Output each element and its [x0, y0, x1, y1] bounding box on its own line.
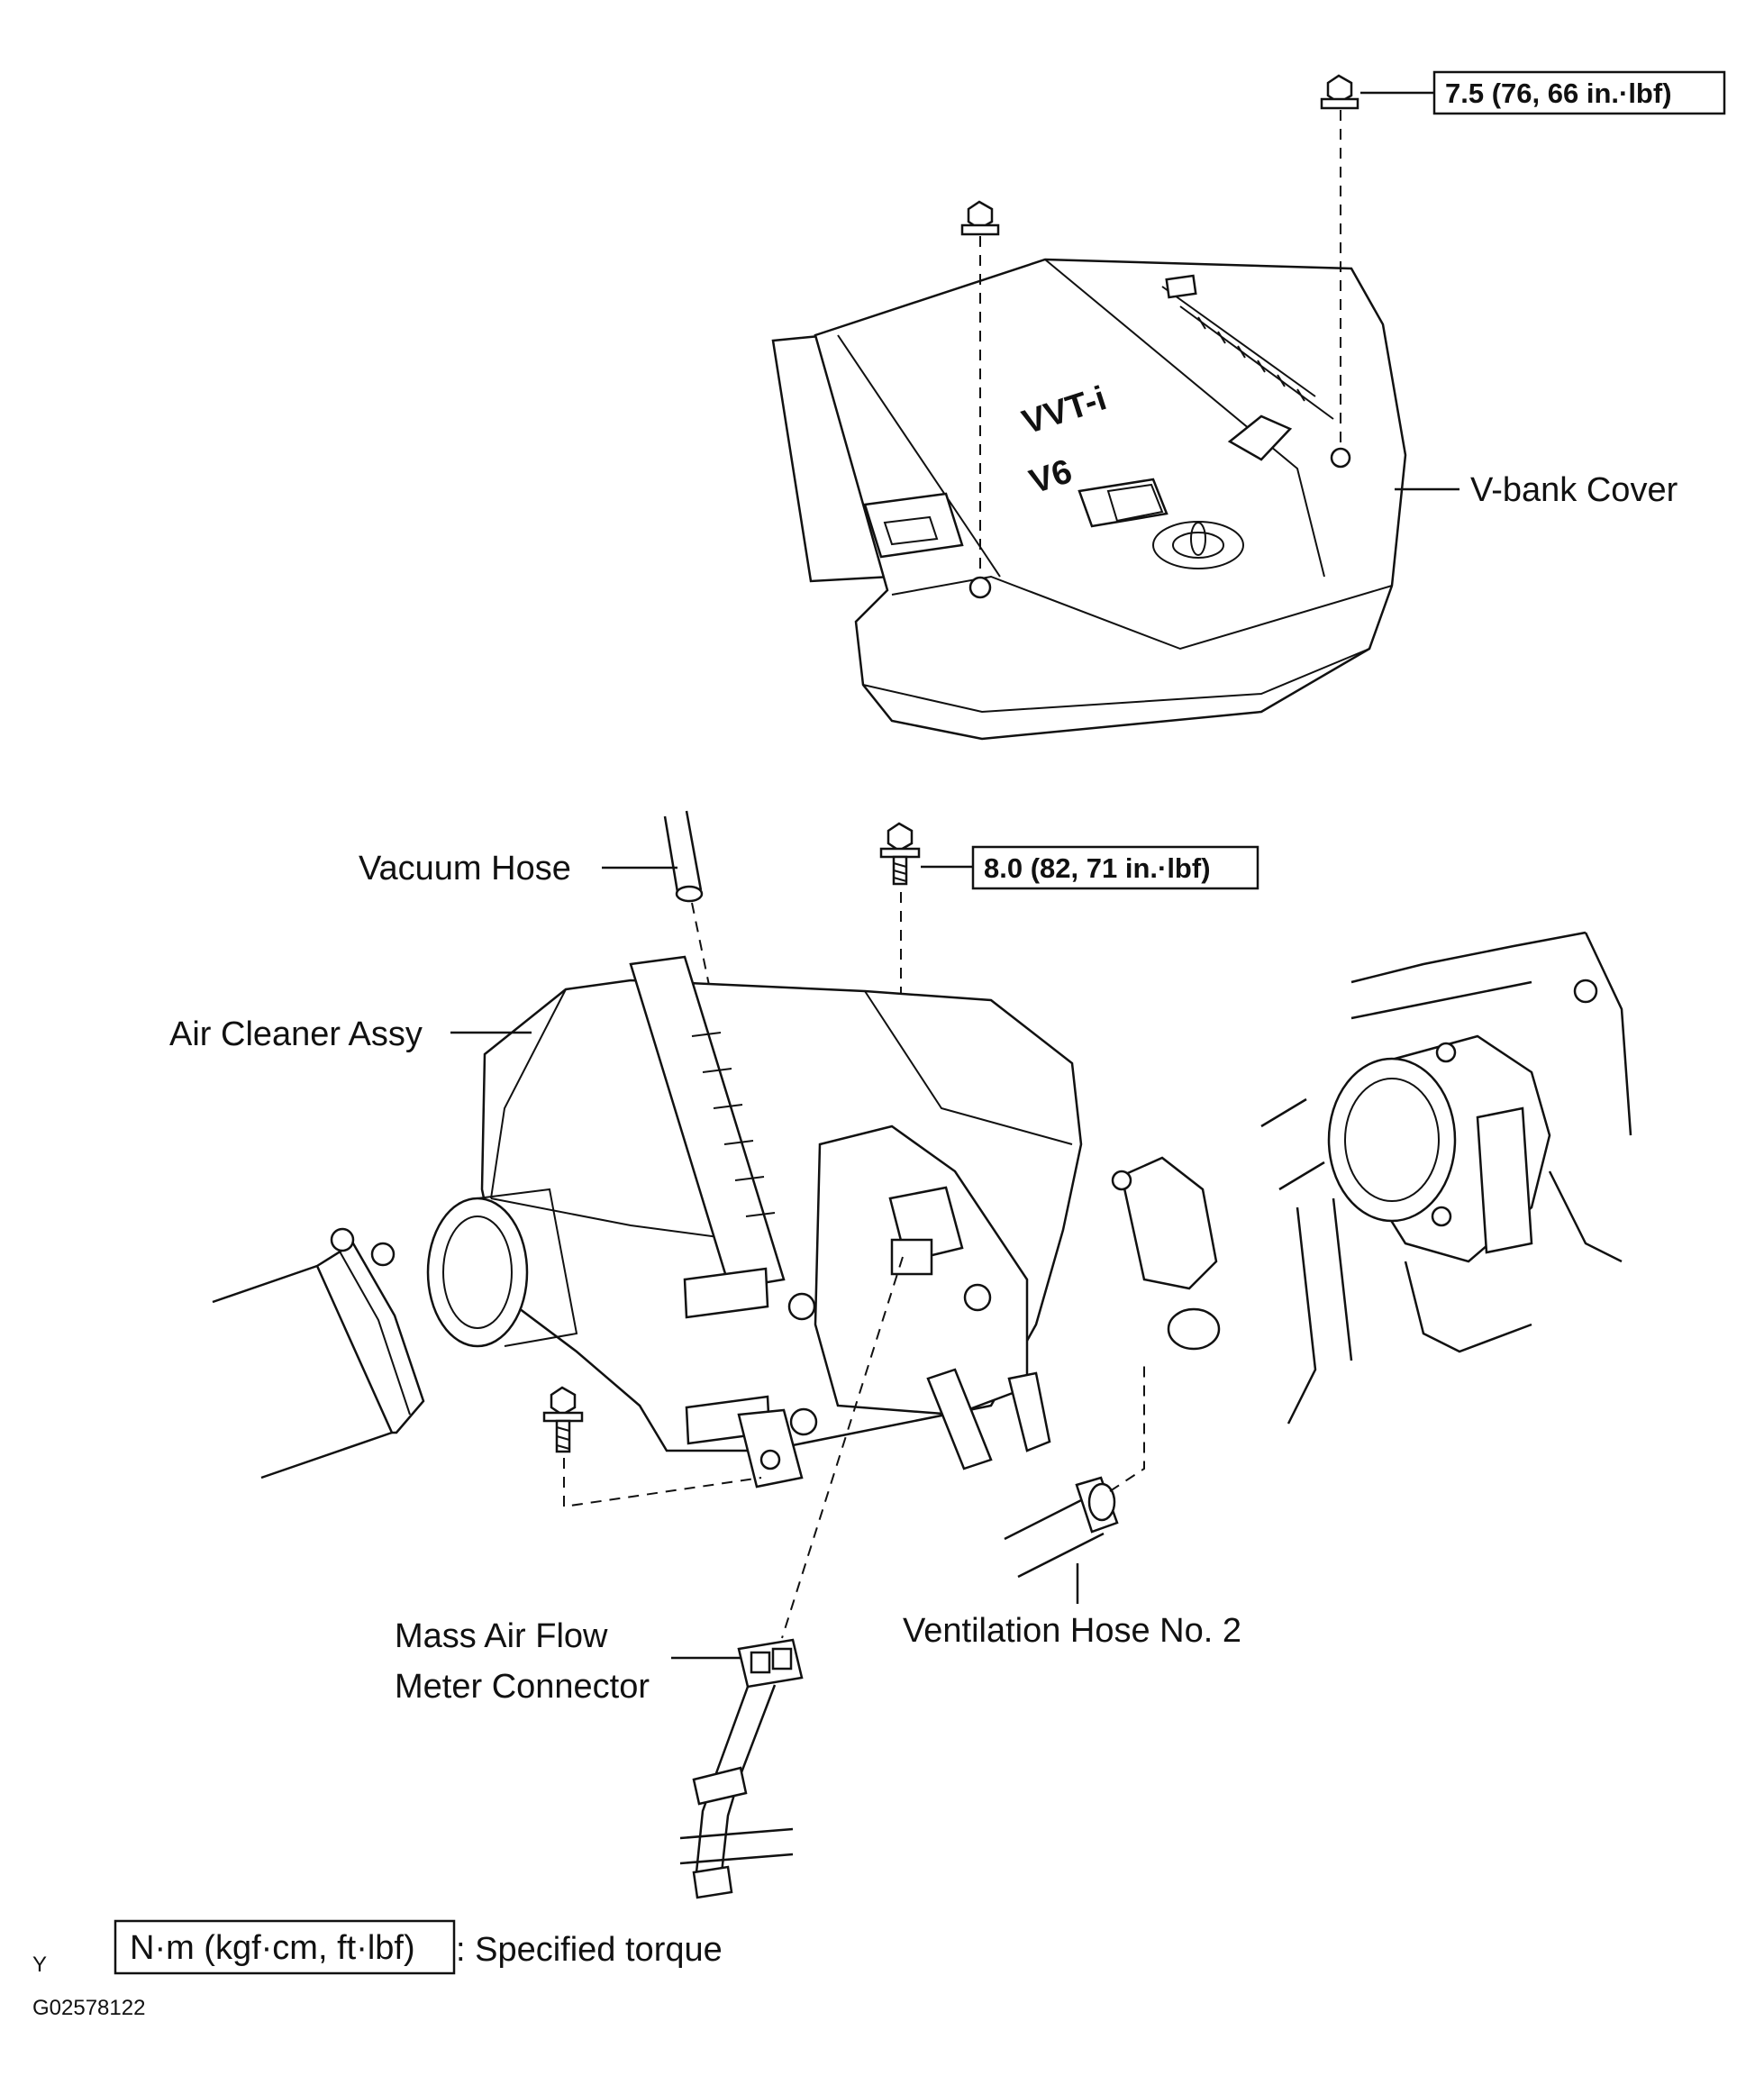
torque-value-air-cleaner: 8.0 (82, 71 in.·lbf)	[984, 852, 1211, 884]
label-ventilation-hose: Ventilation Hose No. 2	[903, 1612, 1241, 1650]
maf-connector-illustration	[679, 1638, 804, 1899]
footer-mark: Y	[32, 1953, 47, 1977]
v-bank-cover-illustration: VVT-i V6	[771, 258, 1407, 741]
label-air-cleaner-assy: Air Cleaner Assy	[169, 1015, 423, 1053]
legend-text: : Specified torque	[456, 1931, 723, 1969]
air-cleaner-bolt-top	[879, 822, 921, 886]
cover-grille	[1197, 316, 1305, 402]
torque-box-air-cleaner	[971, 845, 1259, 890]
legend-unit: N·m (kgf·cm, ft·lbf)	[130, 1929, 415, 1967]
torque-box-cover	[1432, 70, 1726, 115]
figure-code: G02578122	[32, 1996, 145, 2020]
air-cleaner-bolt-lower	[542, 1386, 584, 1453]
cover-nut-right	[1320, 74, 1359, 110]
intake-duct-illustration	[212, 1227, 425, 1479]
label-vacuum-hose: Vacuum Hose	[359, 850, 571, 888]
label-v-bank-cover: V-bank Cover	[1470, 471, 1678, 509]
legend-unit-box	[114, 1919, 456, 1975]
ventilation-hose-illustration	[1004, 1476, 1119, 1579]
vacuum-hose-illustration	[663, 810, 704, 903]
label-maf-connector-line1: Mass Air Flow	[395, 1617, 608, 1655]
torque-value-cover: 7.5 (76, 66 in.·lbf)	[1445, 77, 1672, 109]
label-maf-connector-line2: Meter Connector	[395, 1668, 650, 1706]
throttle-body-illustration	[1260, 931, 1632, 1425]
air-cleaner-assy-illustration	[426, 955, 1221, 1489]
filter-strap-ribs	[691, 1032, 776, 1217]
cover-nut-left	[960, 200, 1000, 236]
